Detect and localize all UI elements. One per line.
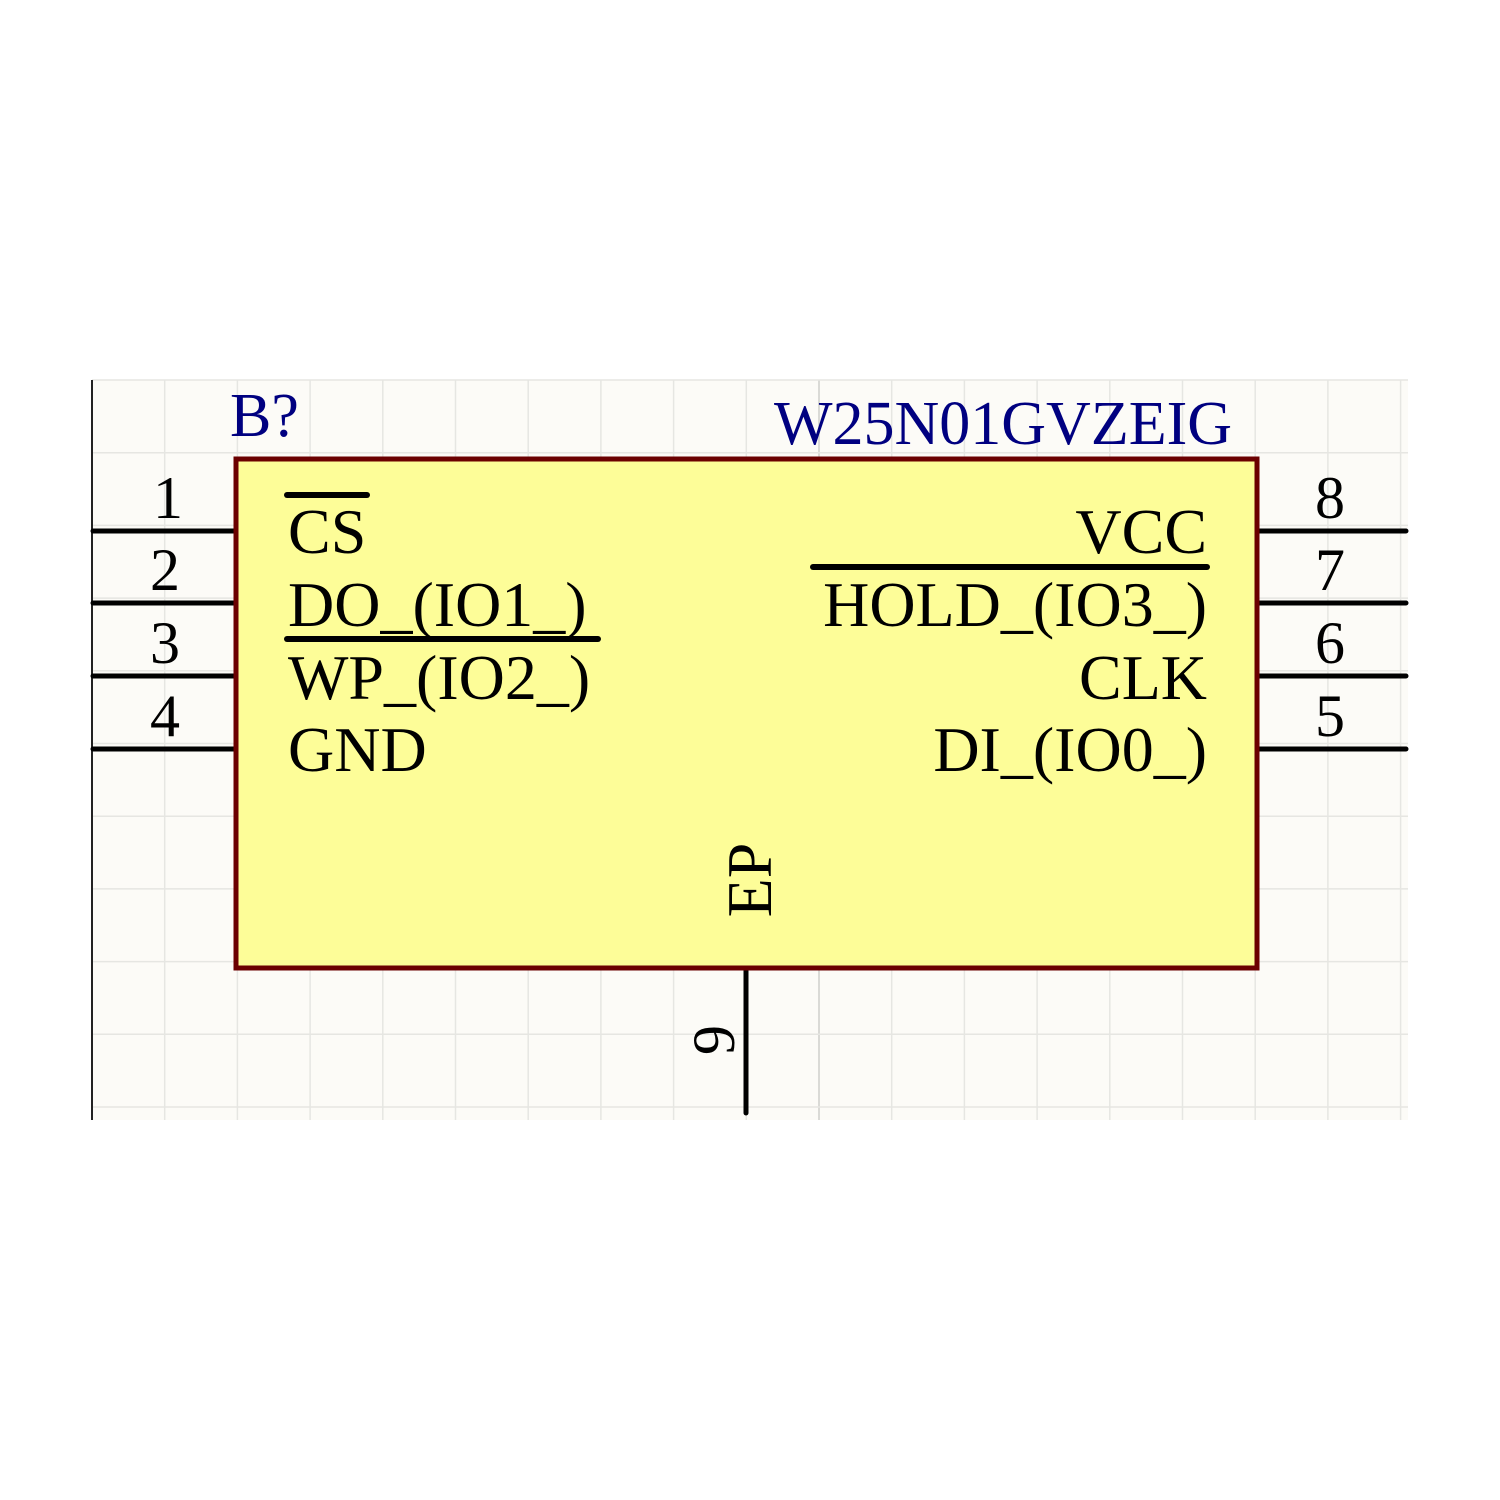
pin-number: 6: [1315, 610, 1345, 676]
pin-number: 1: [153, 465, 183, 531]
pin-9[interactable]: 9: [681, 963, 749, 1116]
pin-5[interactable]: 5: [1252, 683, 1409, 752]
pin-1[interactable]: 1: [90, 465, 241, 534]
designator[interactable]: B?: [230, 382, 299, 450]
pin-number: 9: [681, 1025, 747, 1055]
pin-number: 7: [1315, 537, 1345, 603]
pin-8[interactable]: 8: [1252, 465, 1409, 534]
pin-number: 4: [150, 683, 180, 749]
pin-name-hold: HOLD_(IO3_): [823, 569, 1207, 640]
pin-3[interactable]: 3: [90, 610, 241, 679]
pin-name-do: DO_(IO1_): [288, 569, 587, 640]
pin-number: 2: [150, 537, 180, 603]
pin-name-cs: CS: [288, 496, 366, 567]
pin-6[interactable]: 6: [1252, 610, 1409, 679]
part-number[interactable]: W25N01GVZEIG: [774, 390, 1232, 458]
pin-7[interactable]: 7: [1252, 537, 1409, 606]
pin-4[interactable]: 4: [90, 683, 241, 752]
pin-name-wp: WP_(IO2_): [288, 642, 590, 713]
component-body[interactable]: [233, 456, 1260, 971]
pin-name-clk: CLK: [1079, 642, 1207, 713]
pin-name-di: DI_(IO0_): [933, 714, 1207, 785]
pin-number: 5: [1315, 683, 1345, 749]
pin-name-vcc: VCC: [1075, 496, 1207, 567]
pin-name-ep: EP: [714, 843, 785, 918]
pin-number: 3: [150, 610, 180, 676]
pin-2[interactable]: 2: [90, 537, 241, 606]
pin-name-gnd: GND: [288, 714, 427, 785]
pin-number: 8: [1315, 465, 1345, 531]
